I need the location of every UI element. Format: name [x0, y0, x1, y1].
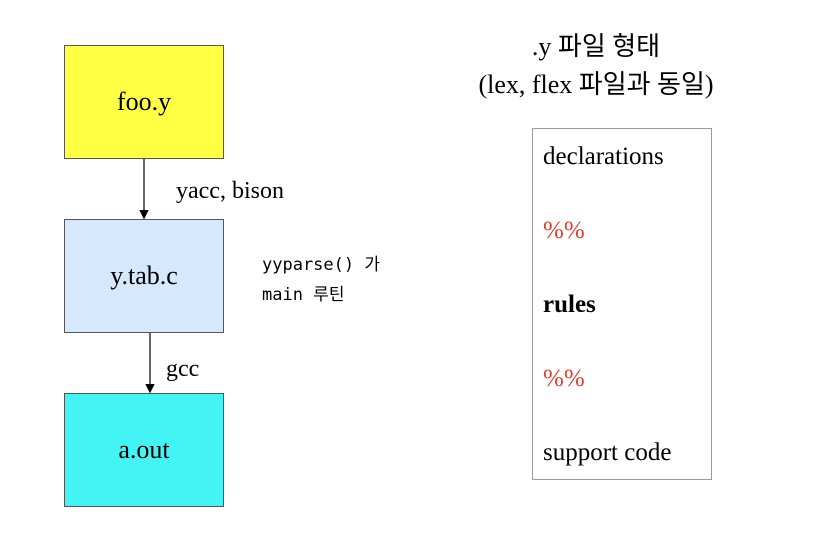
section-separator-1: %%: [543, 217, 585, 244]
yyparse-note-line2: main 루틴: [262, 285, 345, 305]
yacc-bison-label: yacc, bison: [176, 178, 284, 204]
output-file-box: a.out: [64, 393, 224, 507]
source-file-label: foo.y: [116, 87, 172, 116]
generated-file-label: y.tab.c: [110, 261, 178, 290]
format-title-line1: .y 파일 형태: [531, 32, 661, 61]
output-file-label: a.out: [118, 435, 170, 464]
yyparse-note: yyparse() 가 main 루틴: [262, 250, 380, 310]
declarations-section: declarations: [543, 143, 664, 170]
support-code-section: support code: [543, 439, 672, 466]
source-file-box: foo.y: [64, 45, 224, 159]
rules-section: rules: [543, 291, 596, 318]
format-title-line2: (lex, flex 파일과 동일): [478, 70, 714, 99]
generated-file-box: y.tab.c: [64, 219, 224, 333]
file-format-box: declarations %% rules %% support code: [532, 128, 712, 480]
yyparse-note-line1: yyparse() 가: [262, 255, 380, 275]
gcc-label: gcc: [166, 356, 200, 382]
section-separator-2: %%: [543, 365, 585, 392]
